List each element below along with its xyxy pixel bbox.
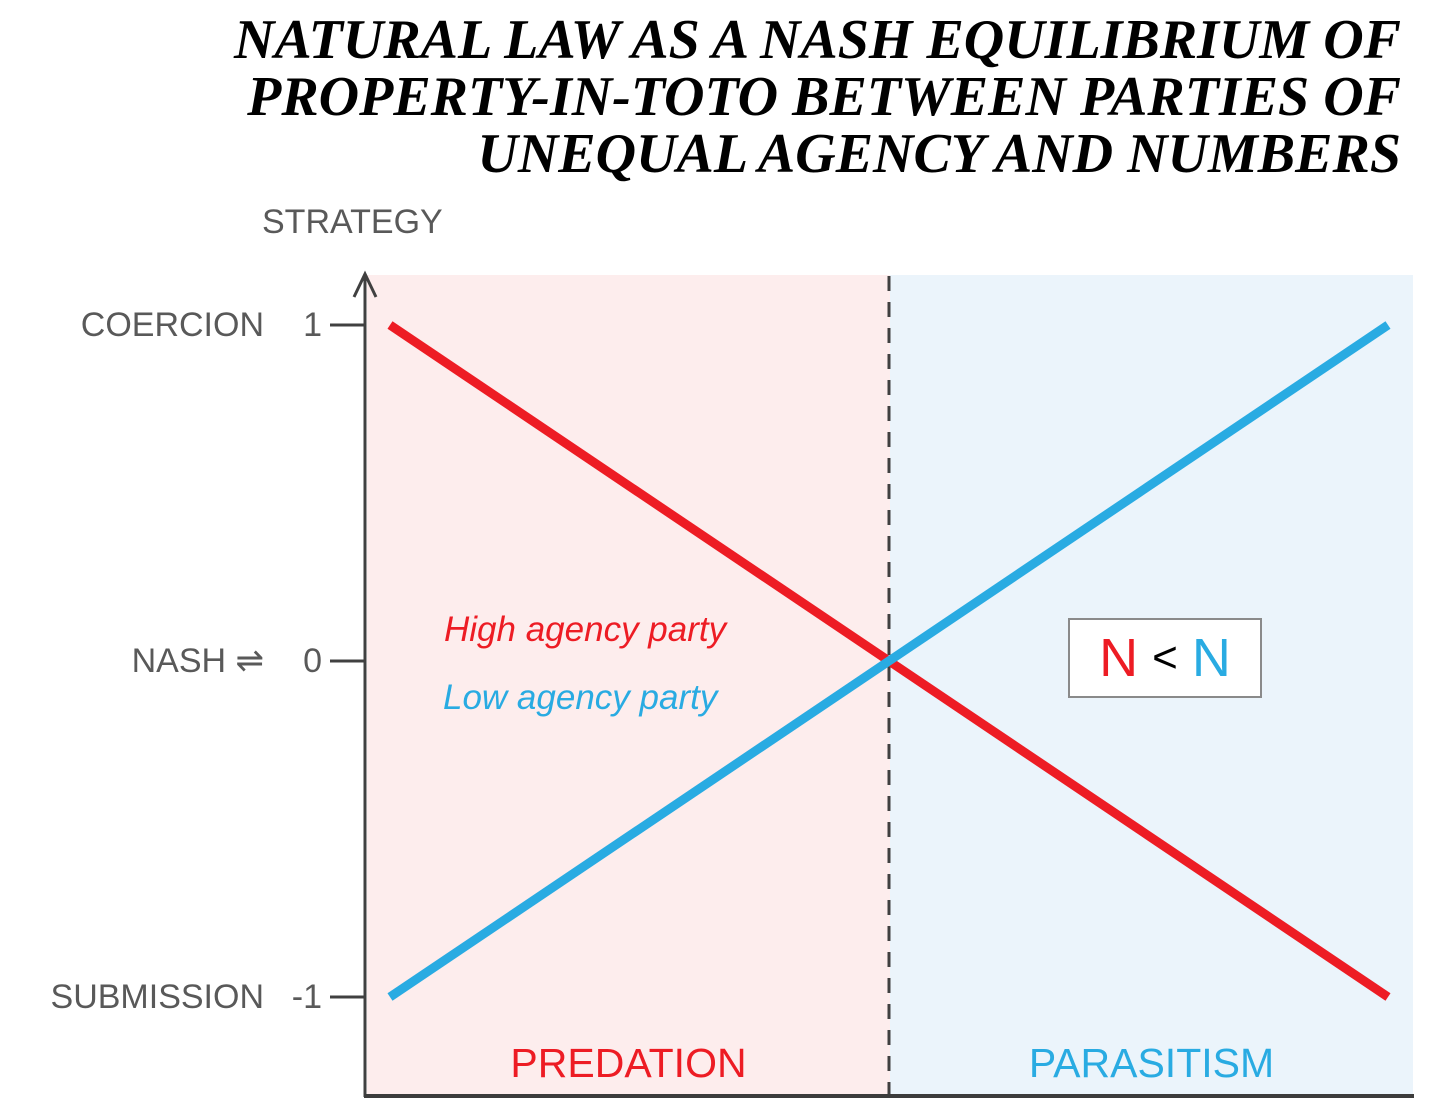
y-axis-title: STRATEGY <box>262 203 443 241</box>
n-inequality-box: N < N <box>1068 618 1262 698</box>
chart-title: NATURAL LAW AS A NASH EQUILIBRIUM OF PRO… <box>234 12 1401 183</box>
y-tick-label: COERCION <box>80 306 264 344</box>
y-tick-nash: NASH ⇌ 0 <box>0 640 322 682</box>
chart-title-line-1: NATURAL LAW AS A NASH EQUILIBRIUM OF <box>233 9 1401 71</box>
y-tick-label: NASH ⇌ <box>131 642 264 680</box>
n-high-agency: N <box>1099 628 1139 688</box>
less-than-sign: < <box>1152 633 1178 682</box>
chart-title-line-2: PROPERTY-IN-TOTO BETWEEN PARTIES OF <box>247 66 1401 128</box>
y-axis-arrow-icon <box>352 270 378 298</box>
y-tick-submission: SUBMISSION -1 <box>0 976 322 1018</box>
y-tick-label: SUBMISSION <box>50 978 264 1016</box>
legend-low-agency: Low agency party <box>443 678 718 717</box>
legend-high-agency: High agency party <box>444 610 727 649</box>
low-agency-line <box>387 321 1391 1001</box>
y-tick-coercion: COERCION 1 <box>0 304 322 346</box>
predation-region <box>367 275 890 1097</box>
predation-label: PREDATION <box>510 1040 747 1086</box>
y-tick-value: 0 <box>303 642 322 680</box>
n-low-agency: N <box>1191 628 1231 688</box>
chart-title-line-3: UNEQUAL AGENCY AND NUMBERS <box>477 123 1401 185</box>
y-tick-value: -1 <box>291 978 322 1016</box>
y-tick-value: 1 <box>303 306 322 344</box>
parasitism-label: PARASITISM <box>1028 1040 1275 1086</box>
